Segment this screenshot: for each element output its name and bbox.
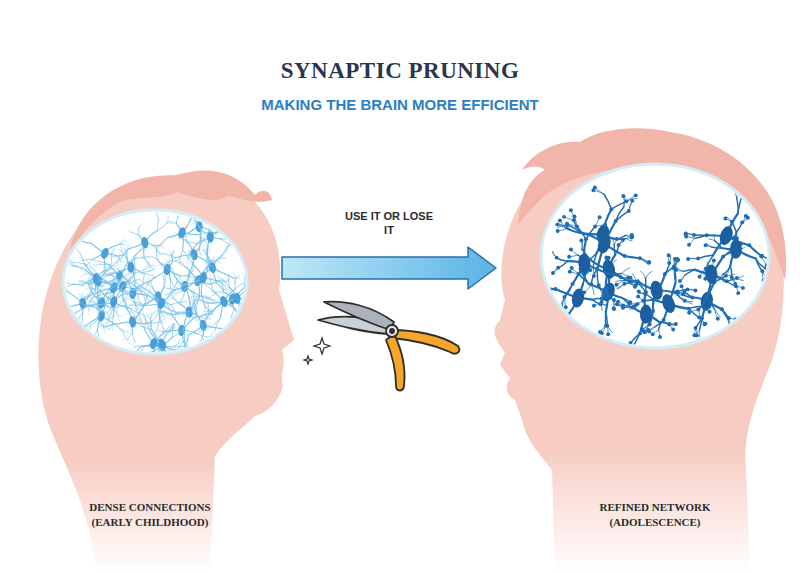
- stage-label: DENSE CONNECTIONS (EARLY CHILDHOOD): [70, 500, 230, 530]
- adult-brain: [541, 164, 769, 348]
- arrow-label: USE IT OR LOSE IT: [341, 209, 437, 237]
- dense-neurons: [48, 191, 271, 376]
- refined-neurons: [528, 185, 773, 353]
- child-head-node: DENSE CONNECTIONS (EARLY CHILDHOOD): [20, 140, 282, 560]
- sparkles: [304, 338, 330, 364]
- stage-label: REFINED NETWORK (ADOLESCENCE): [570, 500, 740, 530]
- adult-head: [495, 141, 784, 572]
- title: SYNAPTIC PRUNING: [0, 58, 800, 84]
- subtitle: MAKING THE BRAIN MORE EFFICIENT: [0, 96, 800, 113]
- child-brain: [63, 210, 247, 354]
- pruning-shears: [318, 302, 459, 391]
- adult-head-node: REFINED NETWORK (ADOLESCENCE): [496, 120, 790, 560]
- block-arrow: [282, 247, 496, 289]
